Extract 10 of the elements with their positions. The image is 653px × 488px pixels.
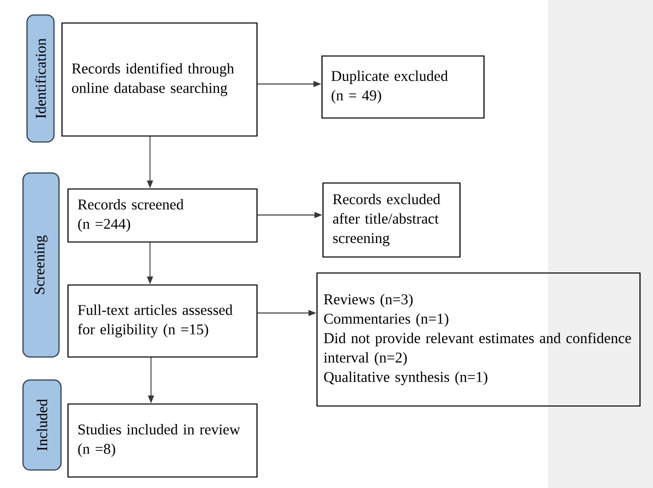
process-box: Full-text articles assessed for eligibility (n =15) xyxy=(67,284,258,358)
process-box: Records identified through online database searching xyxy=(61,22,258,137)
process-box: Records excluded after title/abstract screening xyxy=(322,182,461,258)
process-box: Duplicate excluded (n = 49) xyxy=(321,55,485,119)
stage-pill: Identification xyxy=(26,14,55,143)
process-box: Studies included in review (n =8) xyxy=(67,403,258,478)
stage-pill: Included xyxy=(22,379,62,471)
process-box: Reviews (n=3) Commentaries (n=1) Did not provide relevant estimates and confidence interval (n=2) Qualitative synthesis (n=1) xyxy=(316,272,641,407)
stage-pill: Screening xyxy=(22,172,60,358)
process-box: Records screened (n =244) xyxy=(67,188,258,243)
